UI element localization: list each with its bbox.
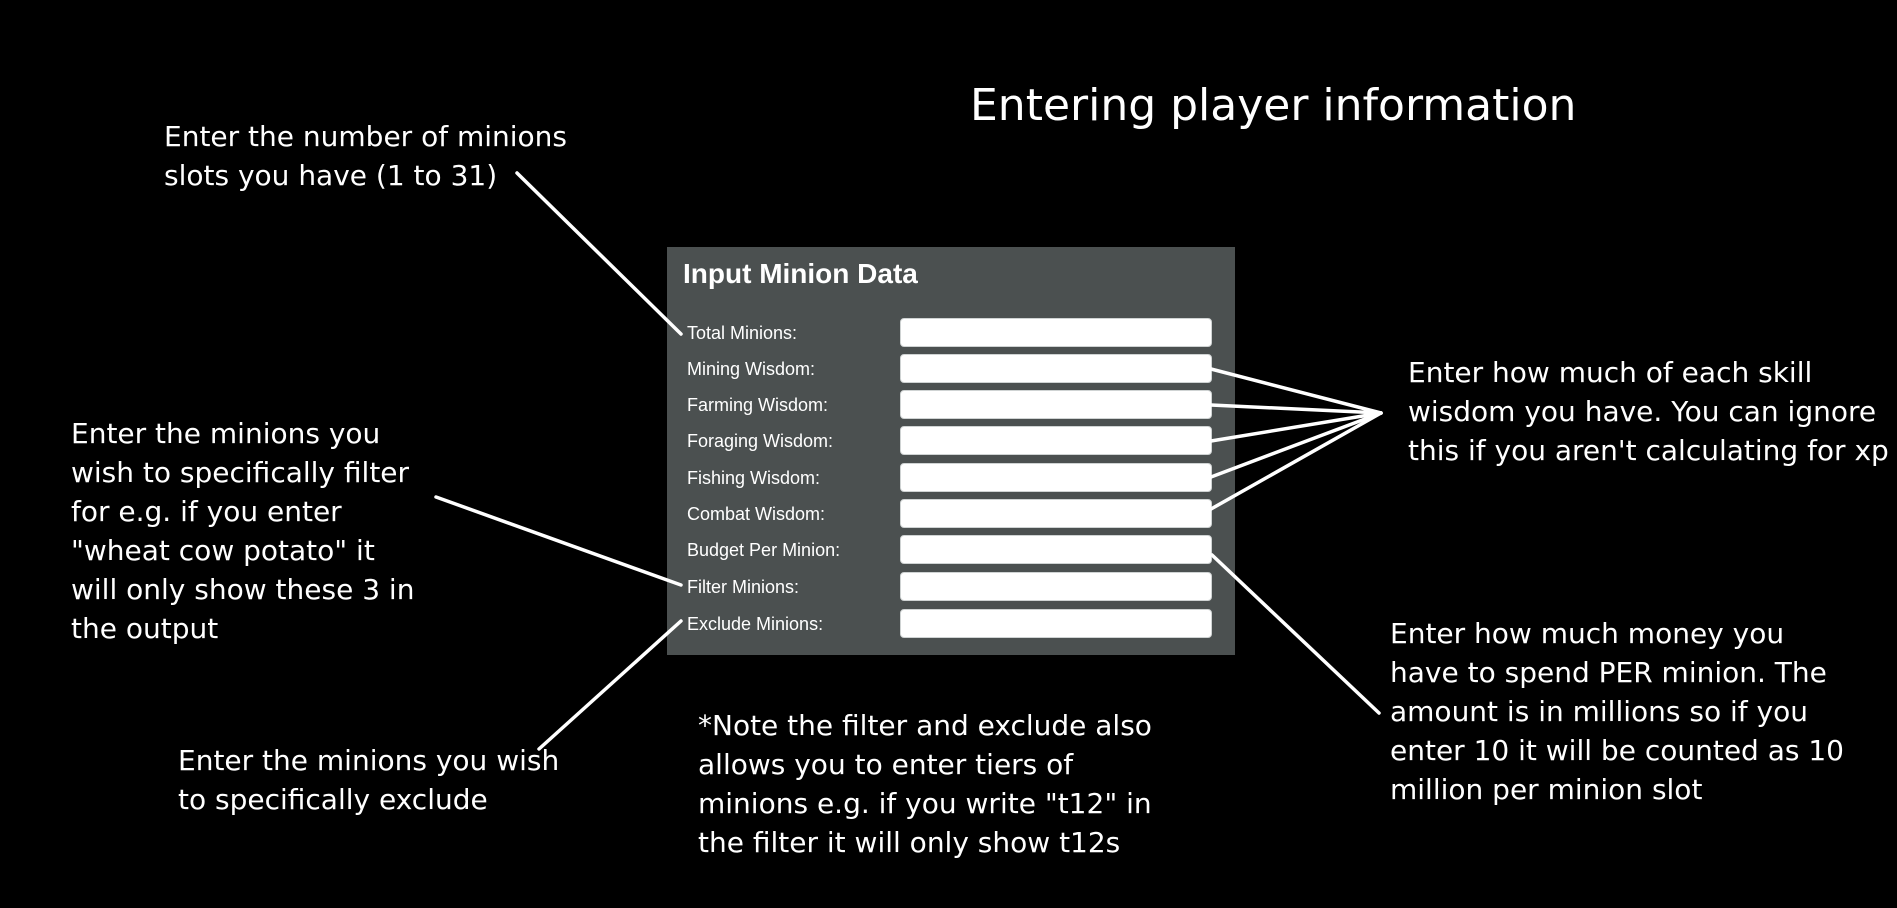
total-minions-annotation: Enter the number of minions slots you ha… [164,117,567,195]
mining-wisdom-label: Mining Wisdom: [687,359,816,379]
annotation-line: amount is in millions so if you [1390,695,1808,728]
input-minion-data-panel: Input Minion Data Total Minions: Mining … [667,247,1235,655]
farming-wisdom-label: Farming Wisdom: [687,395,829,415]
annotation-line: "wheat cow potato" it [71,534,375,567]
budget-per-minion-input[interactable] [900,535,1212,564]
annotation-line: Enter the number of minions [164,120,568,153]
total-minions-label: Total Minions: [687,323,798,343]
fishing-wisdom-label: Fishing Wisdom: [687,468,821,488]
filter-annotation: Enter the minions you wish to specifical… [71,414,414,648]
exclude-minions-input[interactable] [900,609,1212,638]
annotation-line: million per minion slot [1390,773,1703,806]
annotation-line: will only show these 3 in [71,573,415,606]
total-minions-input[interactable] [900,318,1212,347]
pointer-line-exclude [537,619,683,751]
page-title: Entering player information [970,80,1577,131]
pointer-line-farming-wisdom [1209,403,1383,415]
filter-minions-row: Filter Minions: [667,572,1235,602]
annotation-line: the filter it will only show t12s [698,826,1121,859]
pointer-line-filter [434,495,683,587]
annotation-line: Enter the minions you wish [178,744,560,777]
tiers-note-annotation: *Note the filter and exclude also allows… [698,706,1152,862]
pointer-line-foraging-wisdom [1209,411,1383,443]
exclude-minions-row: Exclude Minions: [667,609,1235,639]
filter-minions-label: Filter Minions: [687,577,800,597]
annotation-line: wisdom you have. You can ignore [1408,395,1877,428]
combat-wisdom-row: Combat Wisdom: [667,499,1235,529]
budget-per-minion-label: Budget Per Minion: [687,540,841,560]
filter-minions-input[interactable] [900,572,1212,601]
budget-per-minion-row: Budget Per Minion: [667,535,1235,565]
annotation-line: *Note the filter and exclude also [698,709,1152,742]
exclude-minions-label: Exclude Minions: [687,614,824,634]
pointer-line-mining-wisdom [1209,367,1383,415]
pointer-line-budget [1210,553,1381,715]
annotation-line: Enter how much of each skill [1408,356,1813,389]
annotation-line: minions e.g. if you write "t12" in [698,787,1152,820]
annotation-line: for e.g. if you enter [71,495,342,528]
annotation-line: this if you aren't calculating for xp [1408,434,1889,467]
combat-wisdom-label: Combat Wisdom: [687,504,826,524]
annotation-line: have to spend PER minion. The [1390,656,1827,689]
fishing-wisdom-row: Fishing Wisdom: [667,463,1235,493]
foraging-wisdom-label: Foraging Wisdom: [687,431,834,451]
budget-annotation: Enter how much money you have to spend P… [1390,614,1844,809]
foraging-wisdom-input[interactable] [900,426,1212,455]
annotation-line: Enter the minions you [71,417,381,450]
panel-title: Input Minion Data [683,258,918,289]
annotation-line: wish to specifically filter [71,456,410,489]
farming-wisdom-row: Farming Wisdom: [667,390,1235,420]
annotation-line: enter 10 it will be counted as 10 [1390,734,1844,767]
pointer-line-total-minions [515,171,683,336]
annotation-line: to specifically exclude [178,783,488,816]
pointer-line-combat-wisdom [1209,411,1383,511]
mining-wisdom-input[interactable] [900,354,1212,383]
total-minions-row: Total Minions: [667,318,1235,348]
foraging-wisdom-row: Foraging Wisdom: [667,426,1235,456]
annotation-line: allows you to enter tiers of [698,748,1074,781]
annotation-line: Enter how much money you [1390,617,1785,650]
mining-wisdom-row: Mining Wisdom: [667,354,1235,384]
farming-wisdom-input[interactable] [900,390,1212,419]
fishing-wisdom-input[interactable] [900,463,1212,492]
pointer-line-fishing-wisdom [1209,411,1383,479]
annotation-line: the output [71,612,219,645]
combat-wisdom-input[interactable] [900,499,1212,528]
exclude-annotation: Enter the minions you wish to specifical… [178,741,559,819]
wisdom-annotation: Enter how much of each skill wisdom you … [1408,353,1889,470]
annotation-line: slots you have (1 to 31) [164,159,498,192]
